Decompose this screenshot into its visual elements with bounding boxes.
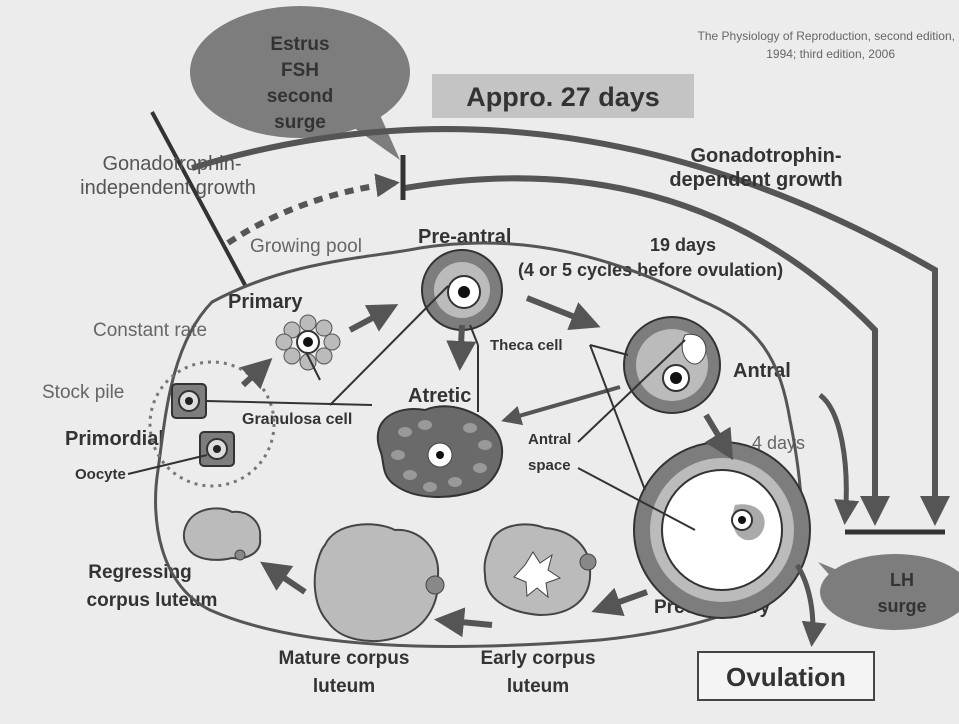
primary-label: Primary xyxy=(228,291,303,313)
dependent-growth-label-1: Gonadotrophin- xyxy=(690,145,841,167)
atretic-label: Atretic xyxy=(408,385,471,407)
antral-label: Antral xyxy=(733,360,791,382)
citation-line-1: The Physiology of Reproduction, second e… xyxy=(698,29,956,43)
primordial-follicle-top xyxy=(172,384,206,418)
granulosa-cell-label: Granulosa cell xyxy=(242,411,352,428)
estrus-label: Estrus xyxy=(270,34,329,55)
theca-cell-label: Theca cell xyxy=(490,337,563,354)
antral-space-label-1: Antral xyxy=(528,431,571,448)
mature-cl-label-2: luteum xyxy=(313,676,375,697)
arrow-preantral-to-atretic xyxy=(460,325,462,365)
ovulation-box: Ovulation xyxy=(698,652,874,700)
cycle-length-banner: Appro. 27 days xyxy=(432,74,694,118)
regressing-corpus-luteum xyxy=(184,508,260,560)
independent-growth-label-1: Gonadotrophin- xyxy=(103,153,242,175)
surge-label: surge xyxy=(274,112,326,133)
independent-growth-label-2: independent growth xyxy=(80,177,256,199)
fsh-label: FSH xyxy=(281,60,319,81)
regressing-cl-label-2: corpus luteum xyxy=(87,590,218,611)
second-label: second xyxy=(267,86,334,107)
primordial-label: Primordial xyxy=(65,428,164,450)
dependent-growth-label-2: dependent growth xyxy=(669,169,842,191)
lh-label: LH xyxy=(890,570,914,590)
atretic-follicle xyxy=(378,406,502,497)
antral-follicle xyxy=(624,317,720,413)
ovulation-label: Ovulation xyxy=(726,662,846,692)
early-cl-label-1: Early corpus xyxy=(480,648,595,669)
primordial-follicle-bottom xyxy=(200,432,234,466)
antral-space-label-2: space xyxy=(528,457,571,474)
nineteen-days-label: 19 days xyxy=(650,235,716,255)
preovulatory-follicle xyxy=(634,442,810,618)
early-cl-label-2: luteum xyxy=(507,676,569,697)
cycle-length-text: Appro. 27 days xyxy=(466,82,660,112)
stock-pile-label: Stock pile xyxy=(42,382,124,403)
lh-surge-label: surge xyxy=(877,596,926,616)
pre-antral-follicle xyxy=(422,250,502,330)
mature-cl-label-1: Mature corpus xyxy=(279,648,410,669)
oocyte-label: Oocyte xyxy=(75,466,126,483)
growing-pool-label: Growing pool xyxy=(250,236,362,257)
citation-line-2: 1994; third edition, 2006 xyxy=(766,47,895,61)
